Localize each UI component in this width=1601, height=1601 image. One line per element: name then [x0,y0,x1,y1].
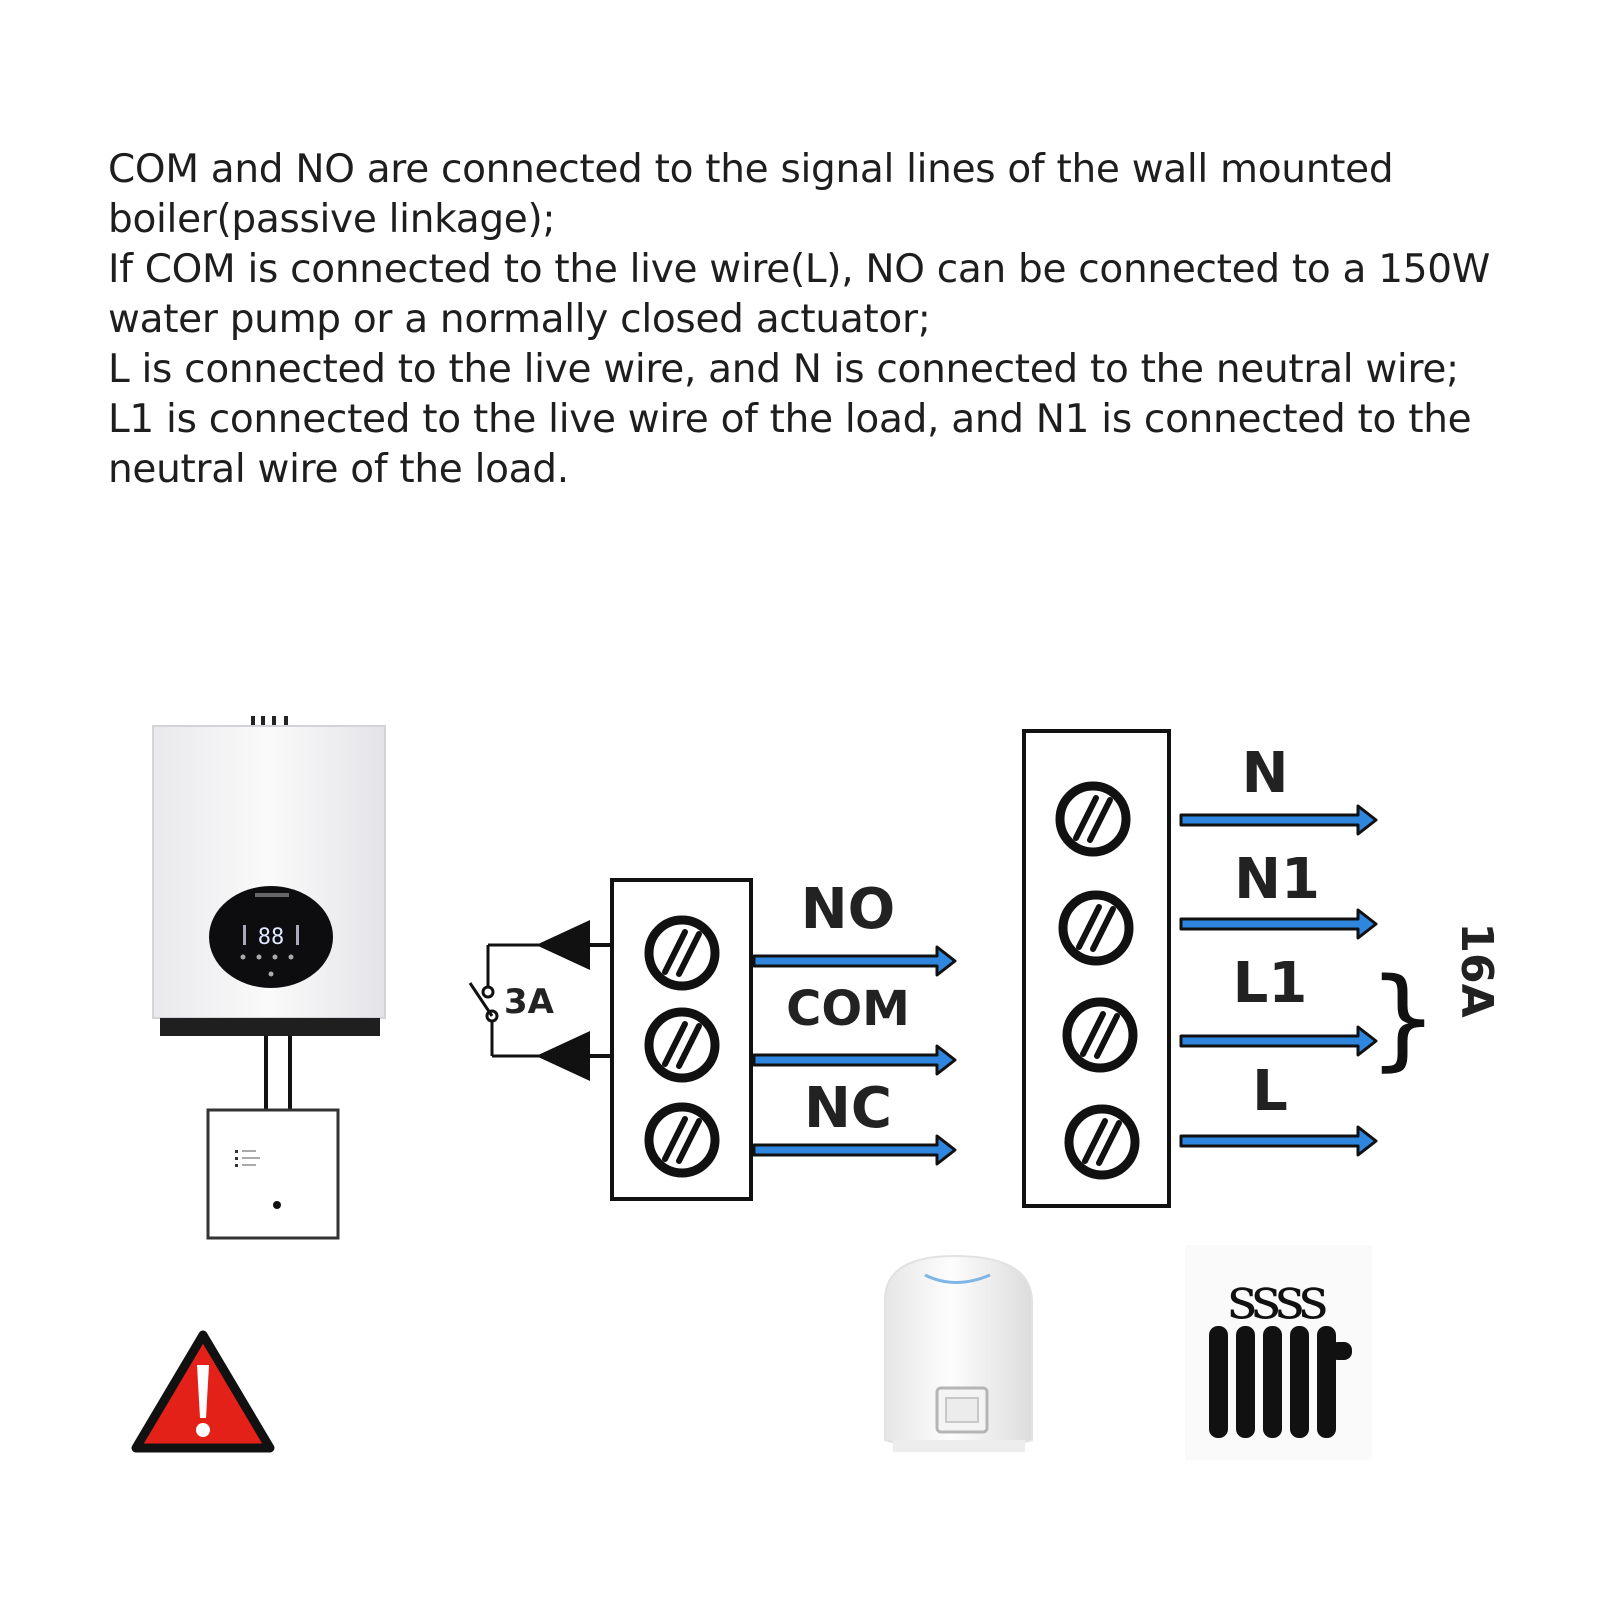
relay-output-wires [752,945,957,1166]
terminal-label-l: L [1252,1059,1288,1124]
instruction-line: L is connected to the live wire, and N i… [108,347,1459,392]
relay-terminal-block [610,878,753,1201]
radiator-icon: ssss [1185,1245,1372,1460]
actuator-icon [884,1254,1033,1452]
instruction-line: If COM is connected to the live wire(L),… [108,247,1491,292]
receiver-box [206,1108,340,1240]
screw-terminal-icon [1069,1109,1135,1175]
power-output-wires [1179,804,1378,1157]
wire-arrow-l1 [1179,1025,1378,1057]
warning-icon [131,1330,275,1453]
signal-wires [264,1036,292,1110]
load-rating-label: 16A [1451,922,1502,1017]
terminal-label-l1: L1 [1233,951,1308,1016]
terminal-label-com: COM [786,981,910,1037]
boiler-display: 88 [258,925,285,950]
terminal-label-n: N [1242,741,1289,806]
wire-arrow-com [752,1044,957,1076]
instruction-line: L1 is connected to the live wire of the … [108,397,1472,442]
screw-terminal-icon [649,1012,715,1078]
instruction-line: COM and NO are connected to the signal l… [108,147,1394,192]
screw-terminal-icon [649,920,715,986]
terminal-label-nc: NC [804,1076,892,1141]
instruction-line: boiler(passive linkage); [108,197,556,242]
screw-terminal-icon [1067,1002,1133,1068]
instructions-text: COM and NO are connected to the signal l… [108,145,1508,495]
wire-arrow-l [1179,1125,1378,1157]
wire-arrow-nc [752,1134,957,1166]
terminal-label-no: NO [801,877,895,942]
relay-switch: 3A [468,943,570,1058]
screw-terminal-icon [649,1107,715,1173]
bracket-icon: } [1368,954,1438,1082]
wire-arrow-no [752,945,957,977]
instruction-line: water pump or a normally closed actuator… [108,297,931,342]
wire-arrow-n [1179,804,1378,836]
arrow-to-no [536,920,590,970]
arrow-to-com [536,1031,590,1081]
screw-terminal-icon [1063,895,1129,961]
wall-boiler: 88 [152,716,386,1036]
heat-waves-icon: ssss [1227,1264,1325,1332]
screw-terminal-icon [1060,786,1126,852]
relay-rating-label: 3A [504,982,555,1022]
terminal-label-n1: N1 [1234,847,1320,912]
instruction-line: neutral wire of the load. [108,447,569,492]
power-terminal-block [1022,729,1171,1208]
wire-arrow-n1 [1179,908,1378,940]
